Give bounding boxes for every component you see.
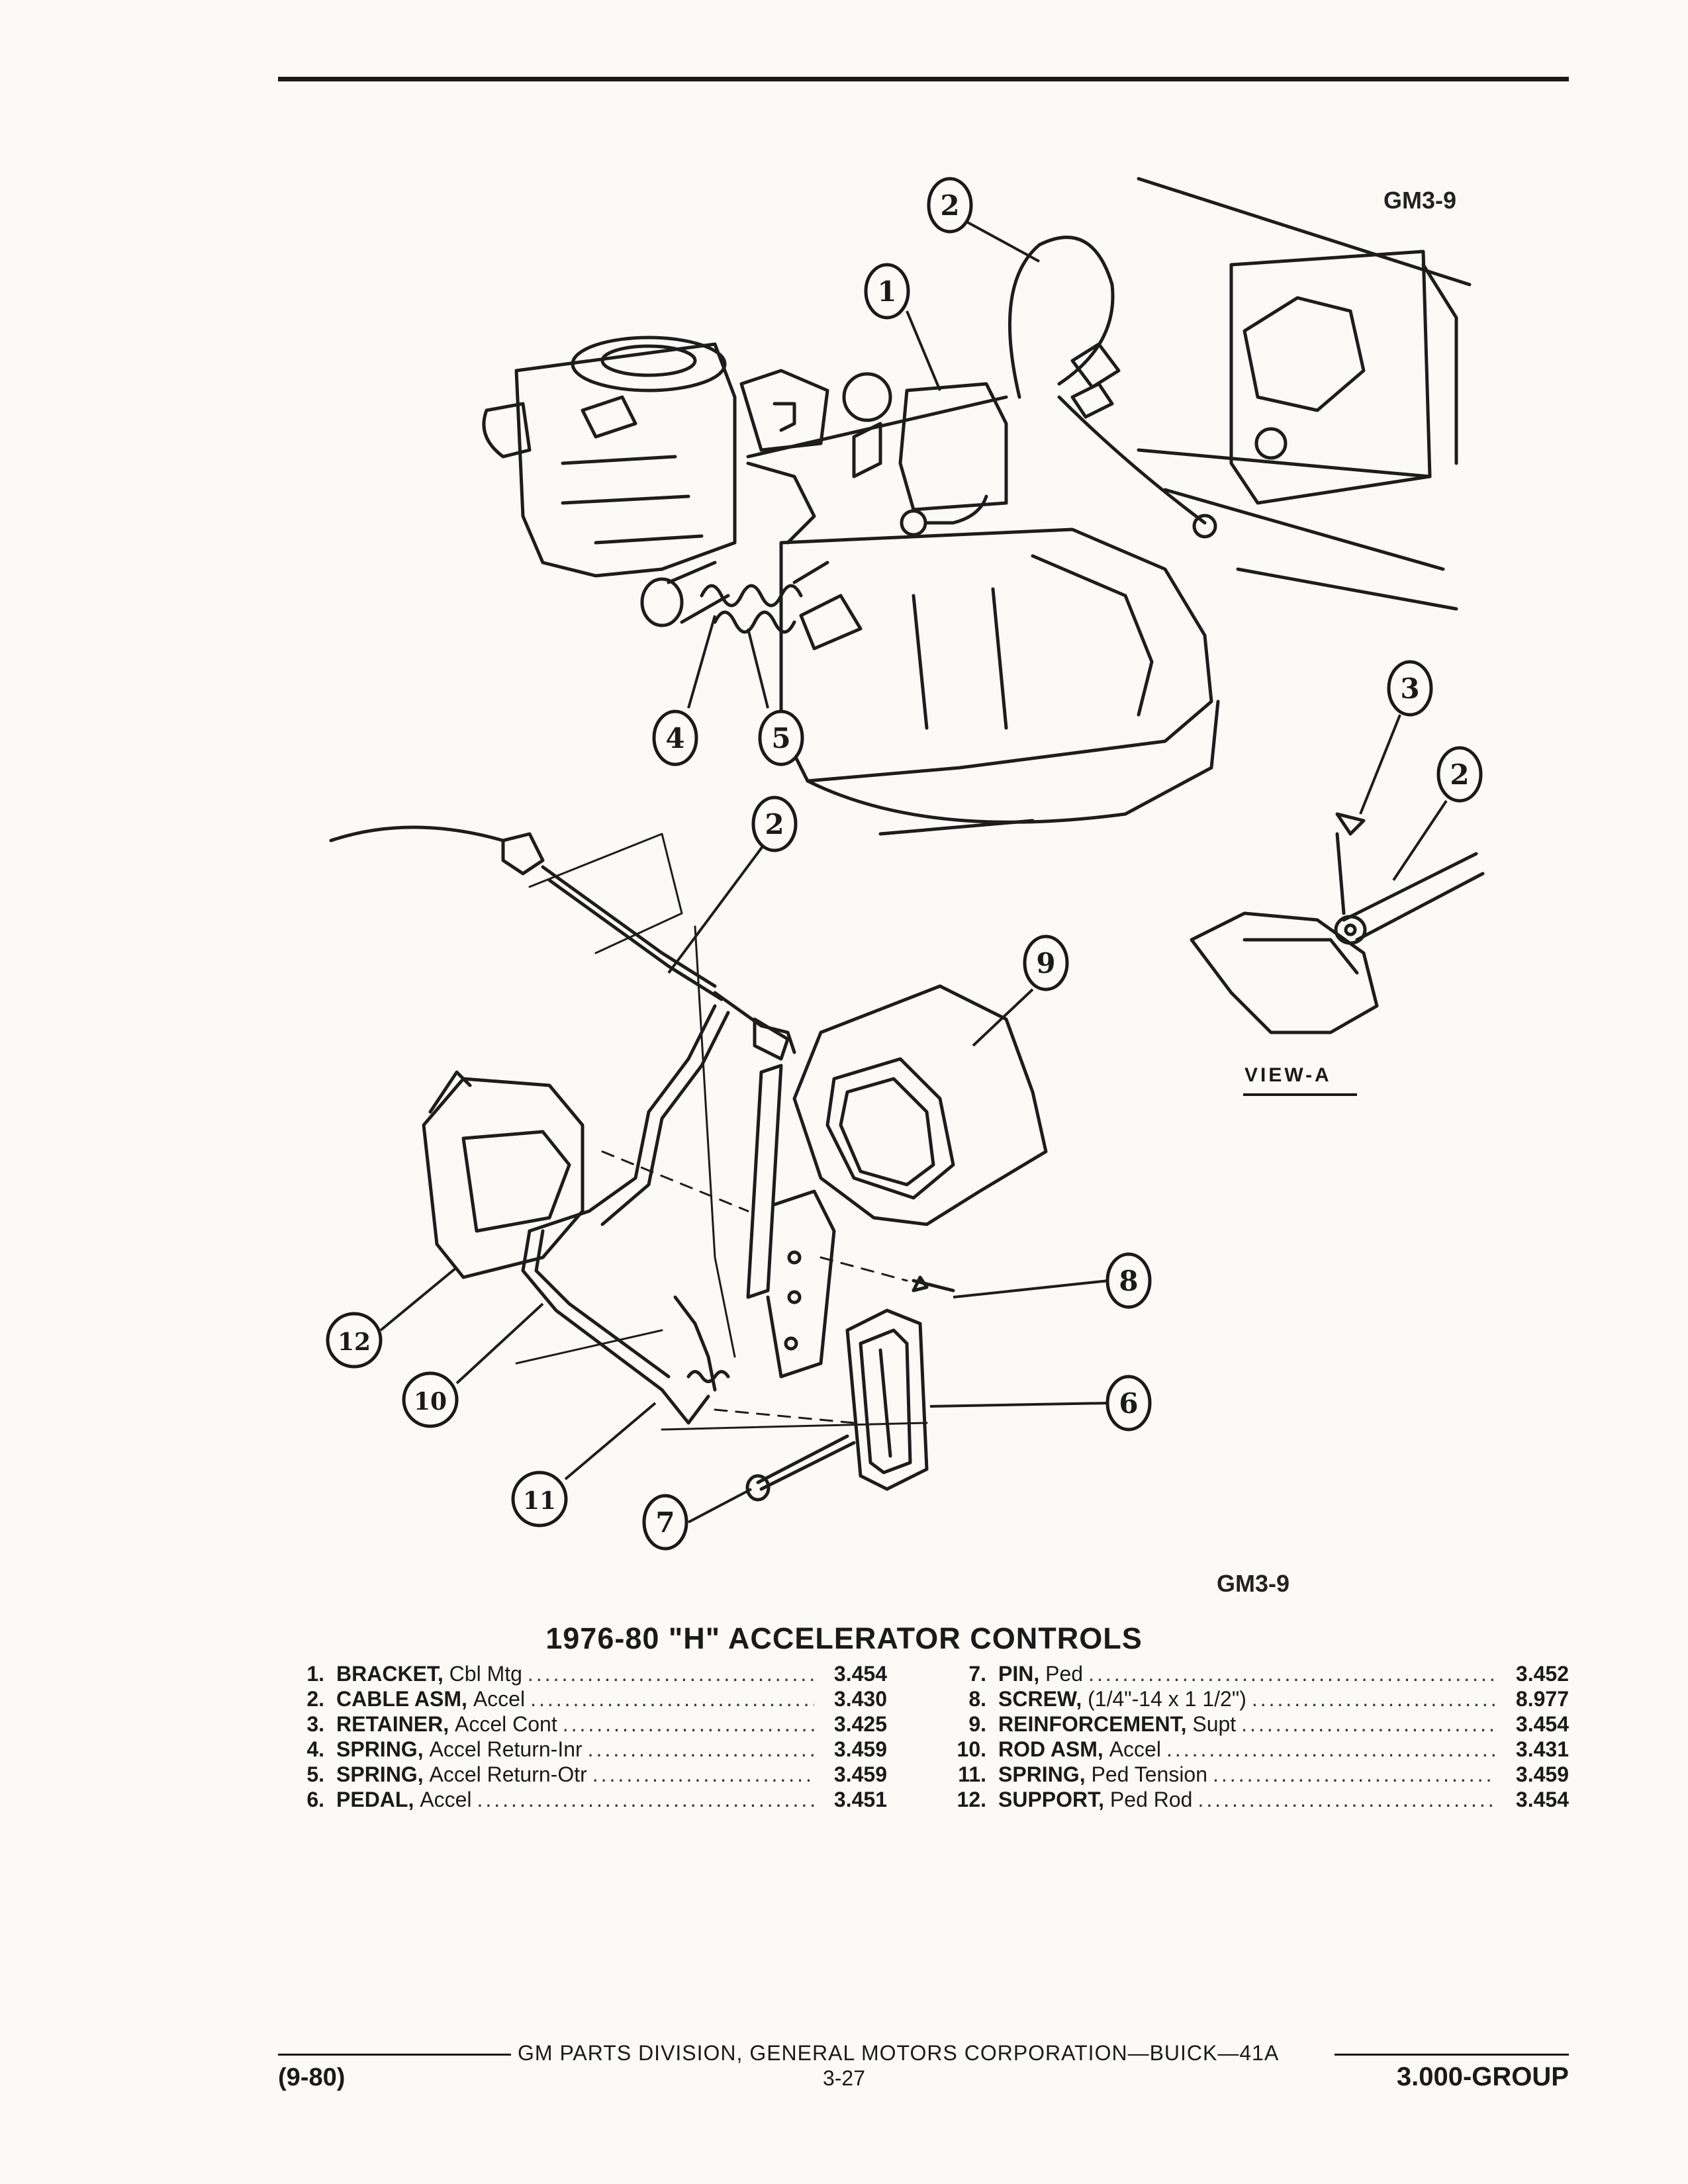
- list-item: 4.SPRING, Accel Return-Inr3.459: [285, 1737, 887, 1762]
- callout-label: 12: [338, 1328, 371, 1356]
- callout-5: 5: [758, 709, 804, 766]
- callout-2-top: 2: [927, 177, 973, 234]
- parts-list-left: 1.BRACKET, Cbl Mtg3.454 2.CABLE ASM, Acc…: [285, 1661, 887, 1812]
- list-item: 7.PIN, Ped3.452: [947, 1661, 1569, 1686]
- reinforcement-panel: [792, 984, 1048, 1226]
- callout-label: 2: [765, 808, 784, 841]
- view-a-underline: [1243, 1093, 1357, 1096]
- list-item: 12.SUPPORT, Ped Rod3.454: [947, 1787, 1569, 1812]
- floor-lines: [515, 833, 928, 1431]
- list-item: 6.PEDAL, Accel3.451: [285, 1787, 887, 1812]
- callout-9: 9: [1023, 934, 1069, 991]
- view-a-label: VIEW-A: [1244, 1064, 1332, 1086]
- callout-11: 11: [511, 1471, 568, 1527]
- callout-4: 4: [652, 709, 698, 766]
- page-number: 3-27: [822, 2066, 866, 2090]
- list-item: 5.SPRING, Accel Return-Otr3.459: [285, 1762, 887, 1787]
- carburetor: [482, 336, 892, 578]
- list-item: 1.BRACKET, Cbl Mtg3.454: [285, 1661, 887, 1686]
- diagram-code-bottom: GM3-9: [1217, 1570, 1290, 1597]
- callout-8: 8: [1105, 1252, 1152, 1309]
- footer-rule-right: [1335, 2054, 1569, 2056]
- callout-1: 1: [864, 263, 910, 320]
- footer-group: 3.000-GROUP: [1396, 2062, 1569, 2091]
- footer-publisher: GM PARTS DIVISION, GENERAL MOTORS CORPOR…: [518, 2041, 1280, 2065]
- footer-date: (9-80): [278, 2064, 346, 2091]
- callout-label: 5: [771, 722, 790, 754]
- callout-2-view-a: 2: [1436, 746, 1483, 803]
- pedal-rod: [521, 1004, 730, 1425]
- leader-lines: [379, 220, 1448, 1524]
- alignment-lines: [601, 1150, 908, 1424]
- callout-label: 7: [655, 1506, 675, 1539]
- footer-rule-left: [278, 2054, 511, 2056]
- callout-7: 7: [642, 1494, 688, 1551]
- list-item: 10.ROD ASM, Accel3.431: [947, 1737, 1569, 1762]
- callout-label: 1: [877, 275, 896, 308]
- callout-label: 3: [1400, 672, 1419, 705]
- top-rule: [278, 77, 1569, 81]
- callout-3: 3: [1387, 660, 1433, 717]
- callout-label: 10: [414, 1388, 447, 1416]
- cable-bracket: [746, 382, 1008, 545]
- cable-loop: [1008, 236, 1217, 539]
- callout-label: 8: [1119, 1265, 1138, 1297]
- callout-label: 4: [665, 722, 684, 754]
- valve-cover: [779, 527, 1220, 836]
- callout-bubbles: 2 1 4 5 3 2 2 9 8 6 12 10 11 7: [326, 177, 1483, 1551]
- callout-label: 2: [940, 189, 959, 222]
- callout-12: 12: [326, 1312, 383, 1369]
- callout-6: 6: [1105, 1375, 1152, 1432]
- vertical-bracket: [746, 1064, 836, 1379]
- parts-list-right: 7.PIN, Ped3.452 8.SCREW, (1/4"-14 x 1 1/…: [947, 1661, 1569, 1812]
- callout-label: 6: [1119, 1387, 1138, 1420]
- callout-10: 10: [402, 1371, 459, 1428]
- page-title: 1976-80 "H" ACCELERATOR CONTROLS: [545, 1621, 1143, 1655]
- list-item: 9.REINFORCEMENT, Supt3.454: [947, 1711, 1569, 1737]
- list-item: 3.RETAINER, Accel Cont3.425: [285, 1711, 887, 1737]
- return-springs: [640, 561, 863, 651]
- list-item: 8.SCREW, (1/4"-14 x 1 1/2")8.977: [947, 1686, 1569, 1711]
- diagram-code-top: GM3-9: [1383, 187, 1457, 214]
- pedal: [845, 1308, 929, 1491]
- callout-label: 9: [1036, 947, 1055, 979]
- view-a-detail: [1190, 812, 1485, 1034]
- tension-spring: [673, 1295, 730, 1392]
- pedal-support: [422, 1070, 585, 1279]
- list-item: 11.SPRING, Ped Tension3.459: [947, 1762, 1569, 1787]
- list-item: 2.CABLE ASM, Accel3.430: [285, 1686, 887, 1711]
- callout-label: 2: [1450, 758, 1469, 791]
- callout-label: 11: [523, 1487, 556, 1515]
- ignition-coil: [1137, 177, 1472, 611]
- screw-and-pin: [745, 1275, 955, 1502]
- lower-cable: [329, 825, 796, 1061]
- callout-2-lower: 2: [751, 796, 798, 852]
